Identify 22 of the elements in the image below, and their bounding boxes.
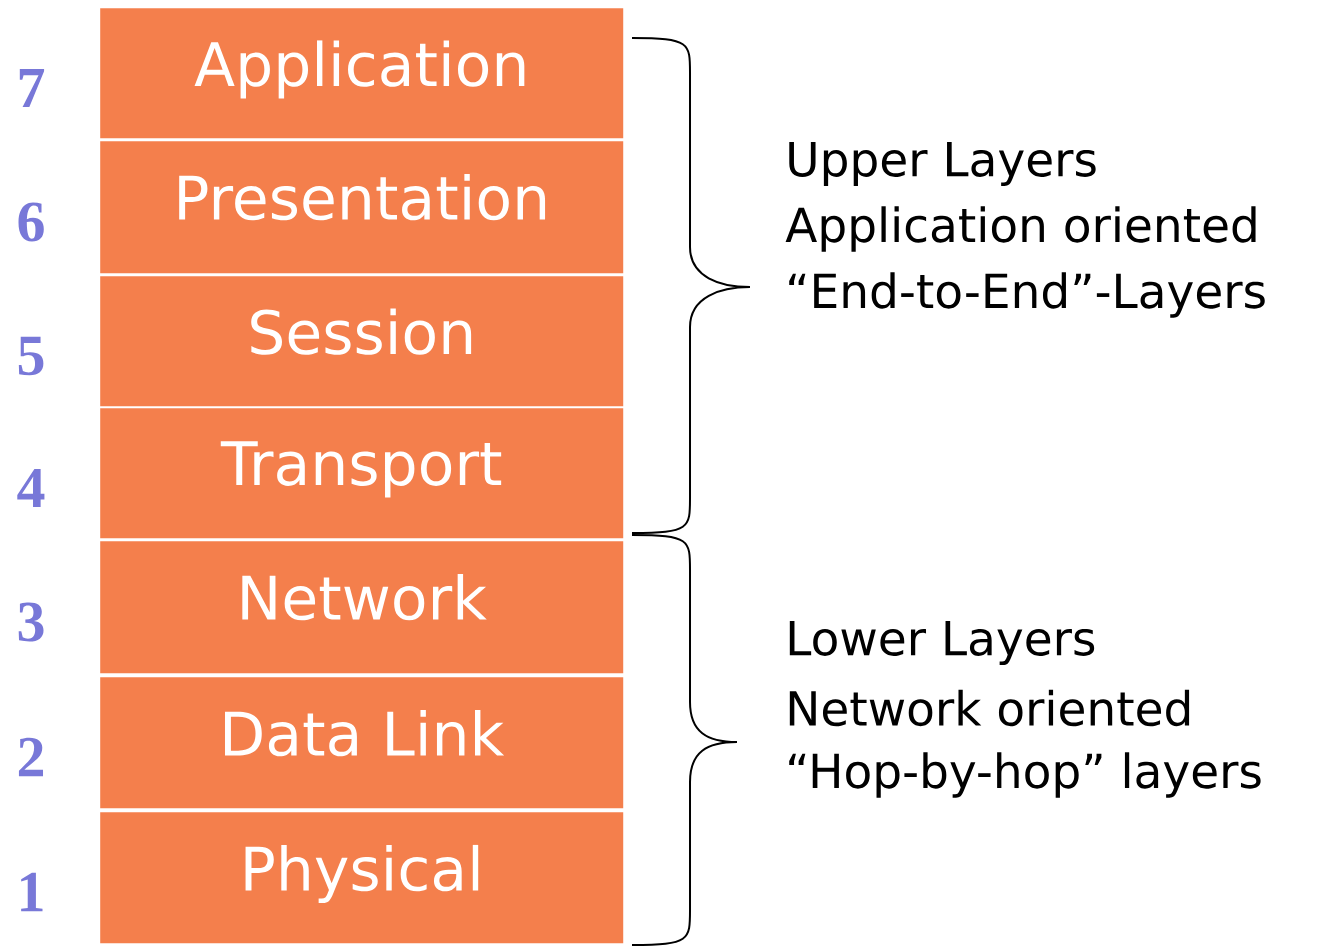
layer-number: 5 bbox=[18, 336, 44, 376]
layer-number: 6 bbox=[18, 202, 44, 242]
layer-number: 7 bbox=[19, 69, 45, 107]
layer-box: Physical bbox=[100, 812, 624, 944]
group-label: Network oriented bbox=[789, 689, 1190, 727]
layer-number: 1 bbox=[21, 872, 43, 912]
layer-number: 4 bbox=[17, 468, 45, 508]
node-label: Transport bbox=[220, 441, 502, 498]
layer-box: Data Link bbox=[100, 677, 624, 809]
layer-box: Network bbox=[100, 541, 624, 674]
group-label: Application oriented bbox=[785, 206, 1256, 252]
layer-box: Presentation bbox=[100, 141, 624, 274]
layer-box: Session bbox=[100, 276, 624, 407]
layer-box: Application bbox=[100, 8, 624, 139]
group-label: “End-to-End”-Layers bbox=[789, 272, 1265, 318]
group-label: “Hop-by-hop” layers bbox=[789, 752, 1261, 798]
group-label: Upper Layers bbox=[789, 142, 1096, 187]
layer-number: 2 bbox=[18, 737, 43, 777]
layer-number: 3 bbox=[18, 602, 44, 642]
group-label: Lower Layers bbox=[789, 621, 1095, 666]
layer-box: Transport bbox=[100, 408, 624, 539]
node-label: Session bbox=[251, 308, 472, 355]
